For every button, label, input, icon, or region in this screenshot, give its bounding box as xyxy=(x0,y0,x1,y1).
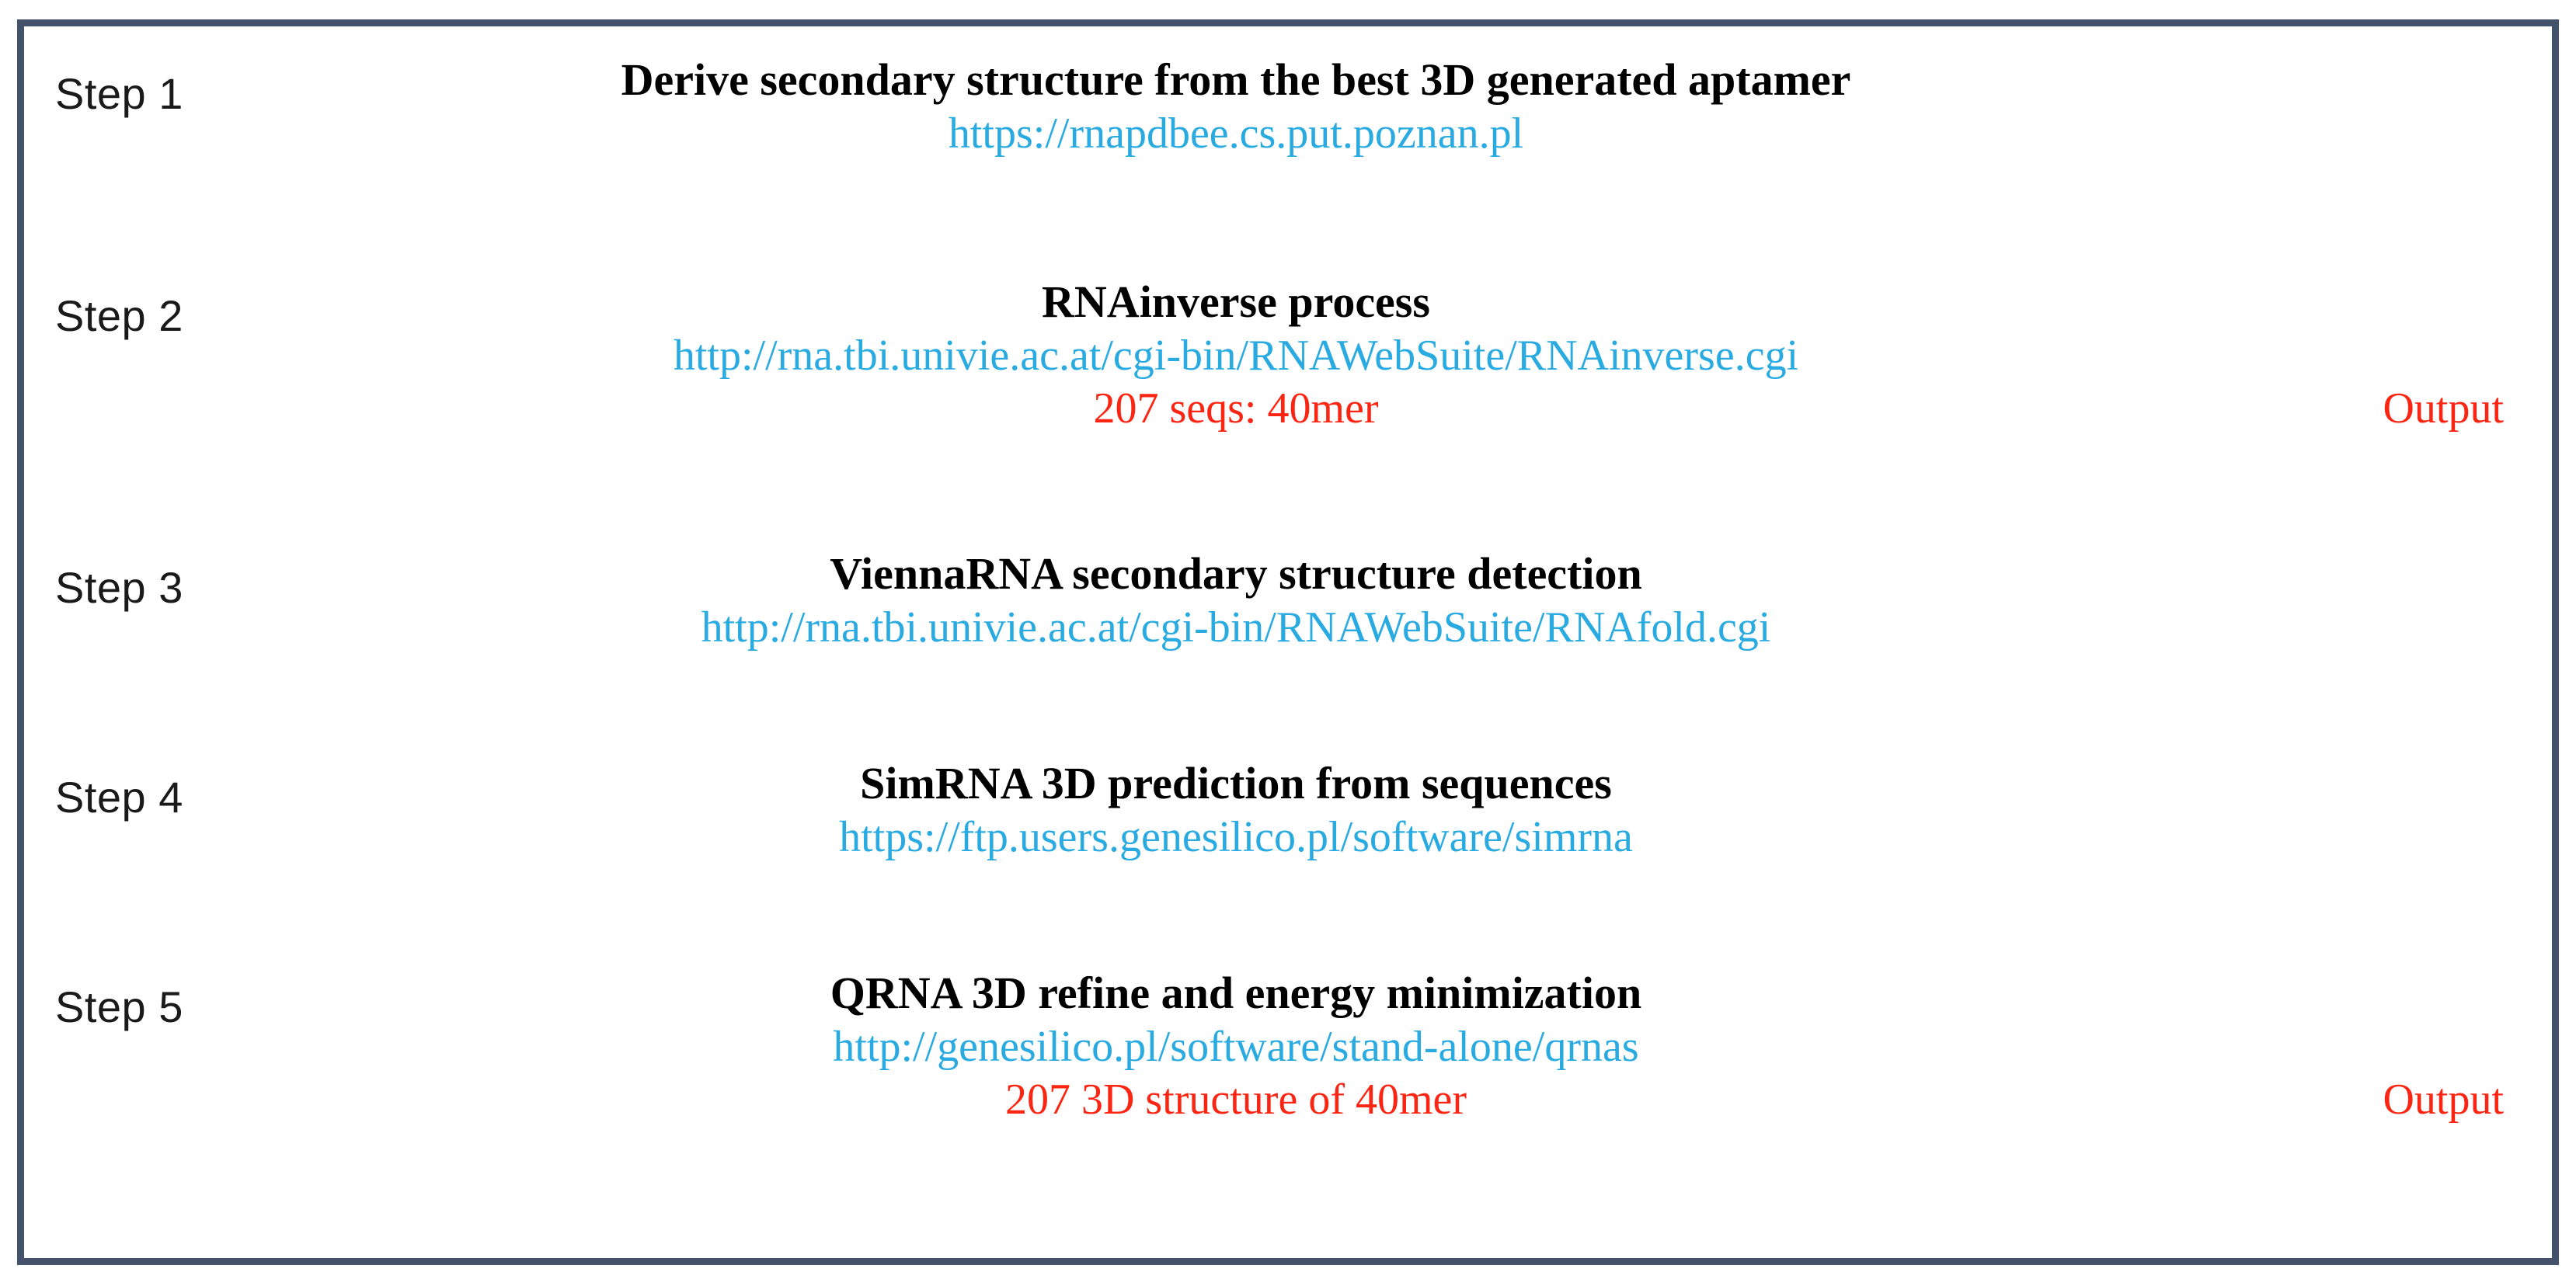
step-label-4: Step 4 xyxy=(55,773,183,822)
workflow-figure-frame: Step 1 Derive secondary structure from t… xyxy=(17,19,2559,1265)
step-content-5: QRNA 3D refine and energy minimization h… xyxy=(164,968,2308,1124)
step-title-4: SimRNA 3D prediction from sequences xyxy=(860,758,1612,808)
step-content-1: Derive secondary structure from the best… xyxy=(164,54,2308,158)
step-url-3[interactable]: http://rna.tbi.univie.ac.at/cgi-bin/RNAW… xyxy=(701,603,1771,652)
step-note-5: 207 3D structure of 40mer xyxy=(1004,1076,1467,1124)
step-label-3: Step 3 xyxy=(55,563,183,612)
step-label-5: Step 5 xyxy=(55,982,183,1031)
step-content-3: ViennaRNA secondary structure detection … xyxy=(164,548,2308,652)
step-content-4: SimRNA 3D prediction from sequences http… xyxy=(164,759,2308,861)
step-note-2: 207 seqs: 40mer xyxy=(1093,384,1379,433)
workflow-step-list: Step 1 Derive secondary structure from t… xyxy=(24,26,2552,1258)
step-url-5[interactable]: http://genesilico.pl/software/stand-alon… xyxy=(833,1022,1639,1071)
step-title-1: Derive secondary structure from the best… xyxy=(621,54,1851,105)
step-url-1[interactable]: https://rnapdbee.cs.put.poznan.pl xyxy=(948,109,1524,158)
step-content-2: RNAinverse process http://rna.tbi.univie… xyxy=(164,276,2308,433)
step-title-2: RNAinverse process xyxy=(1042,276,1430,327)
step-url-4[interactable]: https://ftp.users.genesilico.pl/software… xyxy=(839,812,1633,861)
step-label-1: Step 1 xyxy=(55,69,183,118)
step-url-2[interactable]: http://rna.tbi.univie.ac.at/cgi-bin/RNAW… xyxy=(673,331,1799,380)
step-title-5: QRNA 3D refine and energy minimization xyxy=(830,968,1642,1018)
step-output-label-2: Output xyxy=(2383,384,2504,433)
step-output-label-5: Output xyxy=(2383,1076,2504,1124)
step-label-2: Step 2 xyxy=(55,291,183,340)
step-title-3: ViennaRNA secondary structure detection xyxy=(830,548,1642,599)
